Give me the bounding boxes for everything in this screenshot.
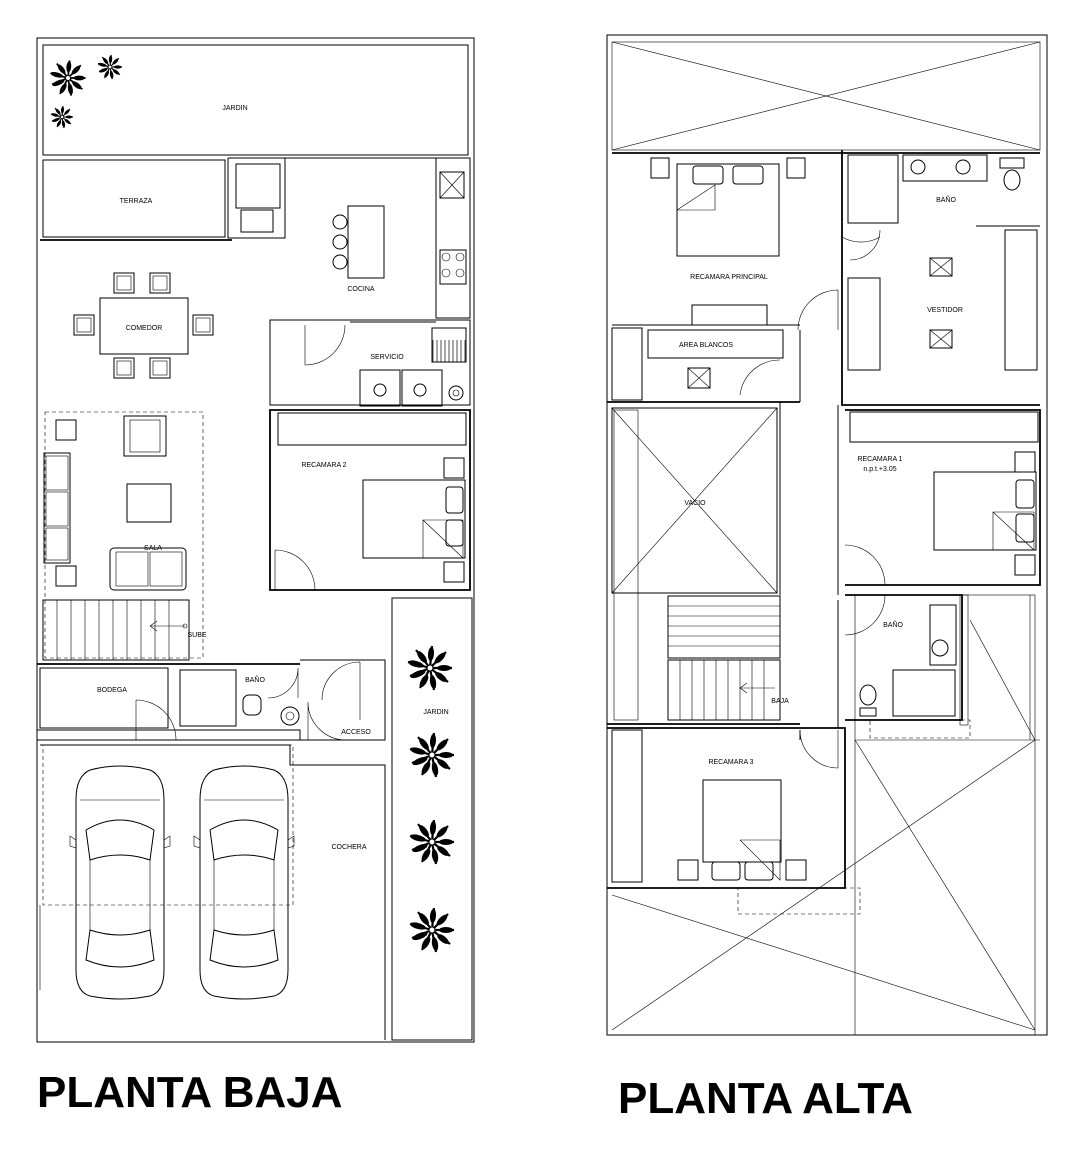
label-sala: SALA [144, 545, 162, 552]
ground-floor-plan [36, 37, 475, 1043]
label-acceso: ACCESO [341, 729, 371, 736]
label-comedor: COMEDOR [126, 325, 163, 332]
label-sube: SUBE [187, 632, 206, 639]
label-recamara-2: RECAMARA 2 [301, 462, 346, 469]
label-jardin-back: JARDIN [222, 105, 247, 112]
terrace-area [42, 159, 226, 238]
label-cocina: COCINA [347, 286, 375, 293]
bed-recamara-2 [362, 479, 466, 559]
bed-recamara-1 [933, 471, 1037, 551]
dining-table [99, 297, 189, 355]
label-bano-ground: BAÑO [245, 675, 265, 684]
label-cochera: COCHERA [331, 844, 366, 851]
label-bano-2: BAÑO [883, 620, 903, 629]
label-vestidor: VESTIDOR [927, 307, 963, 314]
label-bodega: BODEGA [97, 687, 127, 694]
label-area-blancos: AREA BLANCOS [679, 342, 733, 349]
title-planta-baja: PLANTA BAJA [37, 1068, 343, 1117]
label-vacio: VACIO [684, 500, 706, 507]
label-recamara-3: RECAMARA 3 [708, 759, 753, 766]
label-terraza: TERRAZA [120, 198, 153, 205]
upper-floor-plan [606, 34, 1048, 1036]
label-recamara-principal: RECAMARA PRINCIPAL [690, 274, 768, 281]
label-jardin-side: JARDIN [423, 709, 448, 716]
title-planta-alta: PLANTA ALTA [618, 1074, 913, 1123]
label-servicio: SERVICIO [370, 354, 404, 361]
label-recamara-1: RECAMARA 1 [857, 456, 902, 463]
label-npt: n.p.t.+3.05 [863, 466, 896, 473]
label-baja: BAJA [771, 698, 789, 705]
bed-recamara-3 [702, 779, 782, 863]
label-bano-master: BAÑO [936, 195, 956, 204]
back-garden-area [42, 44, 469, 156]
kitchen-island [347, 205, 385, 279]
side-garden-area [391, 597, 473, 1041]
